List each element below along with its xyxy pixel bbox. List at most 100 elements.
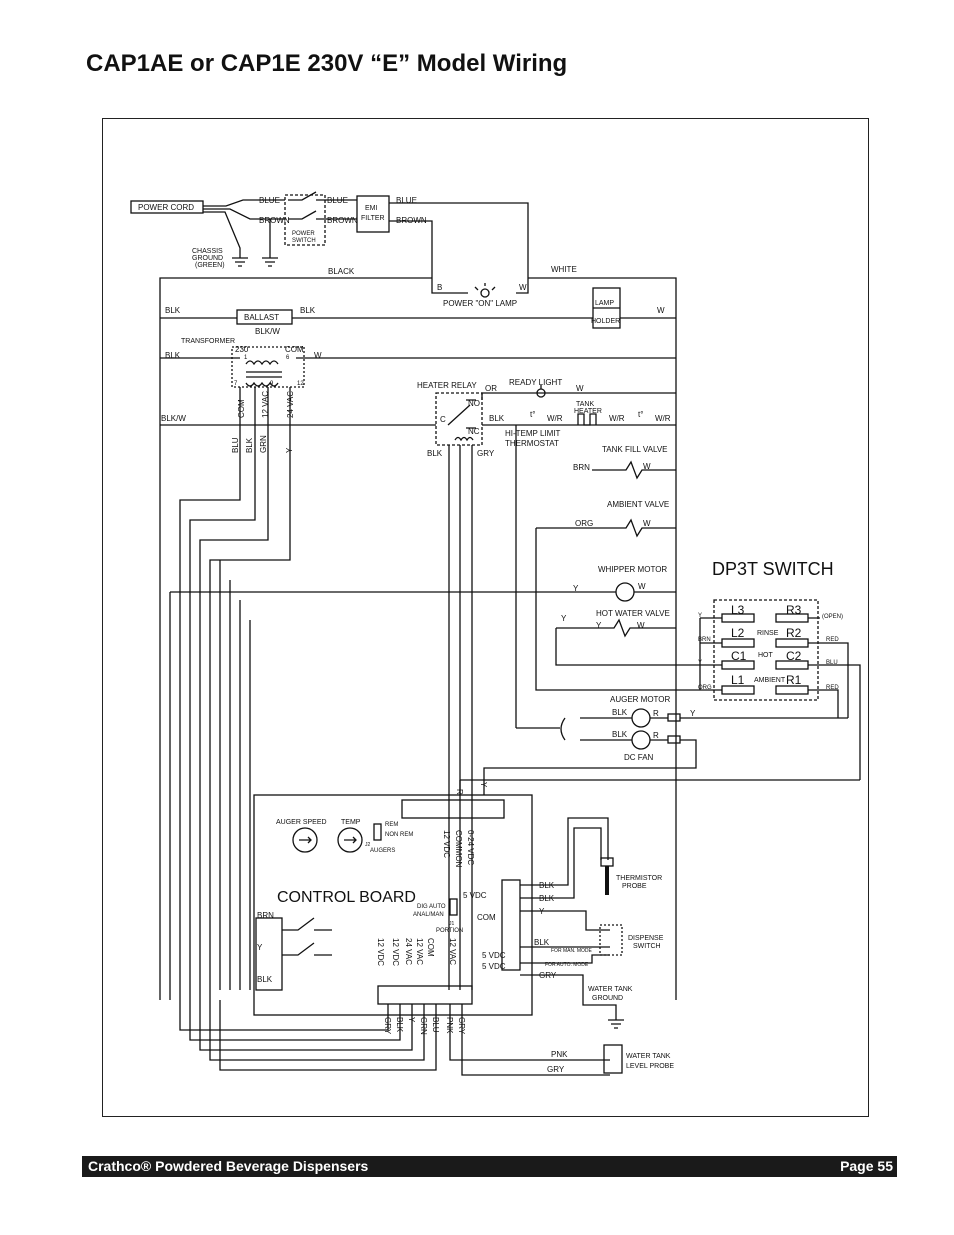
- wire-label: BLK: [165, 351, 181, 360]
- wire-label: BRN: [257, 911, 274, 920]
- relay-contact-label: C: [440, 415, 446, 424]
- switch-position-label: AMBIENT: [754, 677, 786, 684]
- wire-label: W: [637, 621, 645, 630]
- lamp-label: LAMP: [595, 300, 614, 307]
- terminal-label: 5 VDC: [463, 891, 487, 900]
- chassis-label: (GREEN): [195, 262, 225, 269]
- wire-label: BLU: [431, 1017, 440, 1033]
- terminal-label: COM: [285, 345, 304, 354]
- mode-label: FOR MAN. MODE: [551, 948, 592, 954]
- emi-label: EMI: [365, 205, 378, 212]
- wire-label: BLK: [489, 414, 505, 423]
- hot-water-valve-label: HOT WATER VALVE: [596, 609, 670, 618]
- jumper-label: J1: [449, 921, 455, 927]
- level-probe-label: WATER TANK: [626, 1053, 671, 1060]
- voltage-label: 24 VAC: [286, 391, 295, 418]
- wire-label: Y: [407, 1017, 416, 1023]
- power-on-lamp-label: POWER "ON" LAMP: [443, 299, 517, 308]
- page-number: Page 55: [840, 1158, 893, 1174]
- heater-relay-label: HEATER RELAY: [417, 381, 477, 390]
- wire-label: BLACK: [328, 267, 355, 276]
- switch-terminal: L1: [731, 673, 745, 687]
- terminal-label: 0-24 VDC: [466, 830, 475, 865]
- wire-label: BLK: [300, 306, 316, 315]
- terminal-label: 230: [235, 345, 249, 354]
- wire-label: BLK: [395, 1017, 404, 1033]
- wire-label: R: [455, 789, 464, 795]
- wire-label: W/R: [547, 414, 563, 423]
- chassis-label: GROUND: [192, 255, 223, 262]
- hi-temp-label: HI-TEMP LIMIT: [505, 429, 561, 438]
- wire-label: PNK: [551, 1050, 568, 1059]
- jumper-label: ANAL/MAN: [413, 912, 444, 918]
- wire-label: B: [437, 283, 442, 292]
- terminal-label: 12: [297, 381, 304, 387]
- wire-label: BLK: [539, 894, 555, 903]
- wire-label: Y: [257, 943, 263, 952]
- terminal-label: 5 VDC: [482, 951, 506, 960]
- relay-contact-label: NC: [468, 427, 480, 436]
- wire-label: WHITE: [551, 265, 577, 274]
- wire-label: GRY: [539, 971, 557, 980]
- switch-terminal: L3: [731, 603, 745, 617]
- wire-label: BLK: [539, 881, 555, 890]
- wire-label: W: [314, 351, 322, 360]
- terminal-label: 12 VAC: [415, 938, 424, 965]
- jumper-label: DIG AUTO: [417, 904, 446, 910]
- wire-label: GRY: [477, 449, 495, 458]
- wire-label: BRN: [573, 463, 590, 472]
- tank-heater-label: HEATER: [574, 408, 602, 415]
- wire-label: Y: [698, 613, 702, 619]
- wire-label: (OPEN): [822, 614, 843, 620]
- hi-temp-label: THERMOSTAT: [505, 439, 559, 448]
- wire-label: ORG: [698, 685, 712, 691]
- wire-label: GRN: [259, 435, 268, 453]
- wire-label: BRN: [698, 637, 711, 643]
- wire-label: GRY: [457, 1017, 466, 1035]
- wire-label: Y: [479, 782, 488, 788]
- wire-label: GRY: [383, 1017, 392, 1035]
- wire-label: W/R: [655, 414, 671, 423]
- wire-label: Y: [690, 709, 696, 718]
- wire-label: Y: [561, 614, 567, 623]
- terminal-label: 12 VDC: [442, 830, 451, 858]
- wire-label: R: [653, 709, 659, 718]
- wire-label: Y: [573, 584, 579, 593]
- wire-label: BROWN: [259, 216, 290, 225]
- wire-label: PNK: [445, 1017, 454, 1034]
- terminal-label: 1: [244, 355, 248, 361]
- terminal-label: 7: [234, 381, 238, 387]
- control-board: [253, 794, 533, 1016]
- wire-label: RED: [826, 685, 839, 691]
- wire-label: W: [643, 462, 651, 471]
- terminal-label: 9: [270, 381, 274, 387]
- wire-label: BROWN: [396, 216, 427, 225]
- dispense-switch-label: SWITCH: [633, 943, 661, 950]
- wire-label: BLK: [534, 938, 550, 947]
- wire-label: BLK: [427, 449, 443, 458]
- tank-heater-label: TANK: [576, 401, 594, 408]
- whipper-motor-label: WHIPPER MOTOR: [598, 565, 667, 574]
- mode-label: FOR AUTO. MODE: [545, 962, 589, 968]
- dc-fan-label: DC FAN: [624, 753, 654, 762]
- switch-position-label: RINSE: [757, 630, 779, 637]
- wire-label: BLUE: [396, 196, 417, 205]
- transformer-label: TRANSFORMER: [181, 338, 235, 345]
- relay-contact-label: NO: [468, 399, 480, 408]
- wire-label: BLK/W: [255, 327, 280, 336]
- wire-label: BLUE: [327, 196, 348, 205]
- jumper-label: AUGERS: [370, 848, 395, 854]
- emi-label: FILTER: [361, 215, 385, 222]
- switch-terminal: R3: [786, 603, 802, 617]
- wire-label: BROWN: [327, 216, 358, 225]
- wire-label: ORG: [575, 519, 593, 528]
- wire-label: W/R: [609, 414, 625, 423]
- wire-label: OR: [485, 384, 497, 393]
- jumper-label: REM: [385, 822, 398, 828]
- water-tank-ground-label: GROUND: [592, 995, 623, 1002]
- wire-label: BLK: [257, 975, 273, 984]
- wire-label: W: [576, 384, 584, 393]
- terminal-label: 24 VAC: [404, 938, 413, 965]
- jumper-label: J2: [365, 842, 371, 848]
